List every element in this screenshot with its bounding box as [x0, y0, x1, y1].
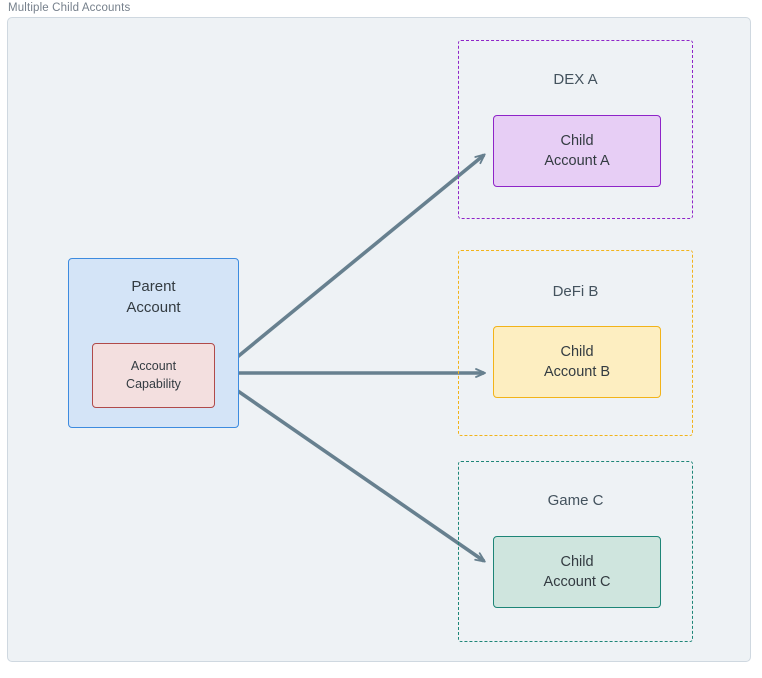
child-account-c-label-line1: Child	[560, 554, 594, 570]
account-capability-label-line1: Account	[130, 359, 177, 374]
cluster-dex-a: DEX A	[458, 40, 693, 219]
node-child-account-c[interactable]: Child Account C	[493, 536, 661, 608]
parent-account-label-line1: Parent	[131, 278, 176, 295]
account-capability-label-line2: Capability	[126, 376, 181, 391]
child-account-a-label-line2: Account A	[544, 153, 610, 169]
cluster-game-c: Game C	[458, 461, 693, 642]
cluster-defi-b: DeFi B	[458, 250, 693, 436]
child-account-b-label-line2: Account B	[543, 364, 611, 380]
frame-caption: Multiple Child Accounts	[8, 2, 131, 14]
cluster-game-c-title: Game C	[547, 492, 604, 509]
child-account-a-label-line1: Child	[560, 133, 594, 149]
child-account-b-label-line1: Child	[560, 344, 594, 360]
child-account-c-label-line2: Account C	[543, 574, 611, 590]
node-child-account-b[interactable]: Child Account B	[493, 326, 661, 398]
parent-account-label-line2: Account	[126, 298, 181, 316]
node-account-capability[interactable]: Account Capability	[92, 343, 215, 408]
node-child-account-a[interactable]: Child Account A	[493, 115, 661, 187]
cluster-dex-a-title: DEX A	[553, 71, 598, 88]
cluster-defi-b-title: DeFi B	[552, 283, 599, 300]
